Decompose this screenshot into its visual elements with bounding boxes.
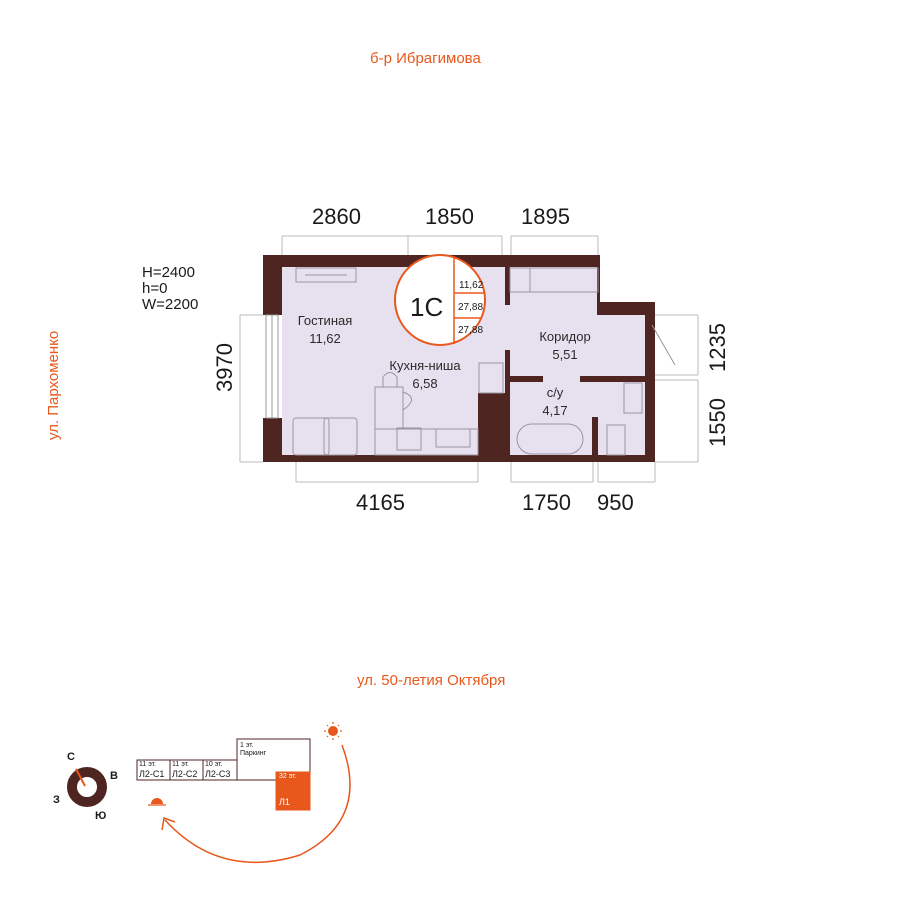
- section-l2-c2: 11 эт.Л2-С2: [172, 761, 197, 779]
- dim-left: 3970: [212, 343, 237, 392]
- section-parking: 1 эт.Паркинг: [240, 742, 266, 758]
- room-bathroom: с/у 4,17: [530, 384, 580, 420]
- sun-icon: [328, 726, 338, 736]
- dim-bottom-3: 950: [597, 490, 634, 515]
- room-name: Кухня-ниша: [389, 358, 461, 373]
- street-north: б-р Ибрагимова: [370, 50, 481, 67]
- room-name: Гостиная: [297, 313, 353, 328]
- dim-right-1: 1550: [705, 398, 730, 447]
- dim-top-2: 1850: [425, 204, 474, 229]
- section-name: Л2-С3: [205, 769, 231, 780]
- furniture: [292, 267, 676, 456]
- sun-path: [148, 722, 351, 864]
- street-south: ул. 50-летия Октября: [357, 672, 506, 689]
- section-name: Л2-С1: [139, 769, 165, 780]
- badge-type: 1С: [410, 292, 443, 322]
- section-floors: 32 эт.: [279, 773, 297, 780]
- room-name: Коридор: [539, 329, 591, 344]
- badge-living-area: 11,62: [459, 280, 484, 291]
- section-l2-c1: 11 эт.Л2-С1: [139, 761, 164, 779]
- floor-area: [282, 267, 645, 455]
- section-name: Л2-С2: [172, 769, 198, 780]
- dim-right-2: 1235: [705, 323, 730, 372]
- sunset-icon: [151, 798, 163, 804]
- room-area: 11,62: [309, 331, 341, 347]
- apartment-badge: 1С 11,62 27,88 27,88: [394, 254, 486, 346]
- room-living: Гостиная 11,62: [285, 312, 365, 348]
- window-height: H=2400: [142, 264, 195, 281]
- section-floors: 11 эт.: [139, 761, 157, 768]
- room-area: 5,51: [552, 347, 578, 363]
- section-l1: 32 эт. Л1: [279, 773, 297, 807]
- room-name: с/у: [546, 385, 564, 400]
- window: [265, 314, 279, 419]
- badge-total-area-2: 27,88: [458, 325, 483, 336]
- dimension-lines: [239, 235, 699, 483]
- section-floors: 10 эт.: [205, 761, 223, 768]
- dim-bottom-1: 4165: [356, 490, 405, 515]
- section-l2-c3: 10 эт.Л2-С3: [205, 761, 230, 779]
- dim-bottom-2: 1750: [522, 490, 571, 515]
- compass-icon: [67, 767, 107, 807]
- section-floors: 1 эт.: [240, 742, 254, 749]
- compass-north: С: [67, 751, 75, 763]
- section-name: Л1: [279, 797, 290, 808]
- window-width: W=2200: [142, 296, 199, 313]
- compass-east: В: [110, 770, 118, 782]
- window-spec: H=2400 h=0 W=2200: [142, 265, 198, 313]
- walls: [263, 255, 655, 462]
- dim-top-3: 1895: [521, 204, 570, 229]
- section-floors: 11 эт.: [172, 761, 190, 768]
- window-sill: h=0: [142, 280, 168, 297]
- room-corridor: Коридор 5,51: [525, 328, 605, 364]
- badge-total-area: 27,88: [458, 302, 483, 313]
- room-area: 6,58: [412, 376, 438, 392]
- room-area: 4,17: [542, 403, 568, 419]
- site-scheme: [136, 738, 311, 811]
- dim-top-1: 2860: [312, 204, 361, 229]
- compass-south: Ю: [95, 810, 107, 822]
- room-kitchen: Кухня-ниша 6,58: [380, 357, 470, 393]
- compass-west: З: [53, 794, 60, 806]
- section-name: Паркинг: [240, 750, 267, 758]
